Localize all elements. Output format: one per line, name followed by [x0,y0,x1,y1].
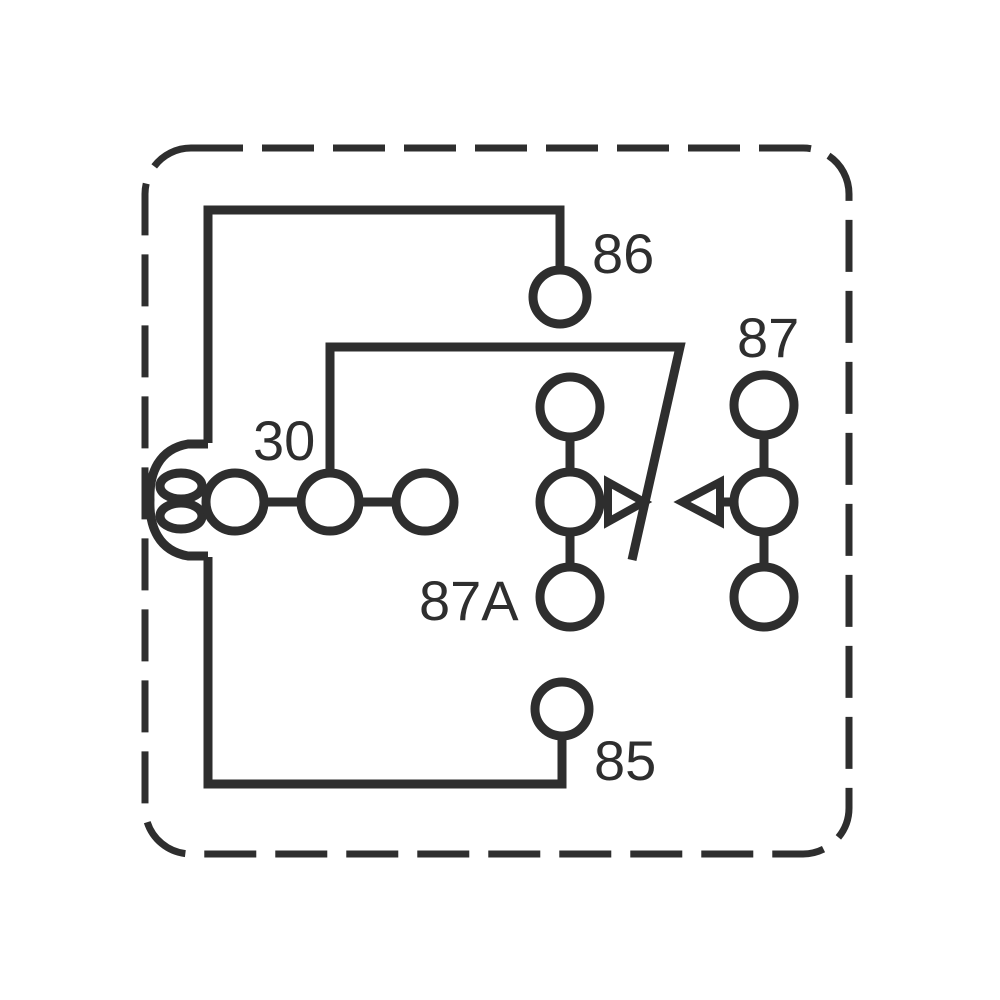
terminal-87a-top [535,372,605,442]
terminal-87-top [729,370,799,440]
diagram-lines [145,205,799,789]
terminal-30-left [201,468,269,536]
terminal-87a-middle [535,467,605,537]
wire-coil-to-86 [203,205,565,443]
coil-symbol [145,439,208,561]
terminal-85 [530,677,594,741]
coil-loop-top [155,468,207,504]
label-terminal-30: 30 [253,409,315,472]
relay-body-outline [141,144,853,858]
label-terminal-86: 86 [592,222,654,285]
contact-arrow-right-icon [604,475,653,529]
terminal-87a-bottom [535,562,605,632]
terminal-87-middle [729,467,799,537]
label-terminal-87a: 87A [419,569,519,632]
wire-30-to-switch-blade [325,342,686,561]
terminal-86 [528,265,592,329]
contact-arrow-left-icon [673,475,724,529]
coil-loop-bottom [155,498,207,534]
label-terminal-87: 87 [737,306,799,369]
diagram-labels: 86 87 30 87A 85 [253,222,799,792]
terminal-30-middle [296,468,364,536]
terminal-30-right [391,468,459,536]
terminal-87-bottom [729,562,799,632]
wire-coil-to-85 [203,557,567,789]
label-terminal-85: 85 [594,729,656,792]
